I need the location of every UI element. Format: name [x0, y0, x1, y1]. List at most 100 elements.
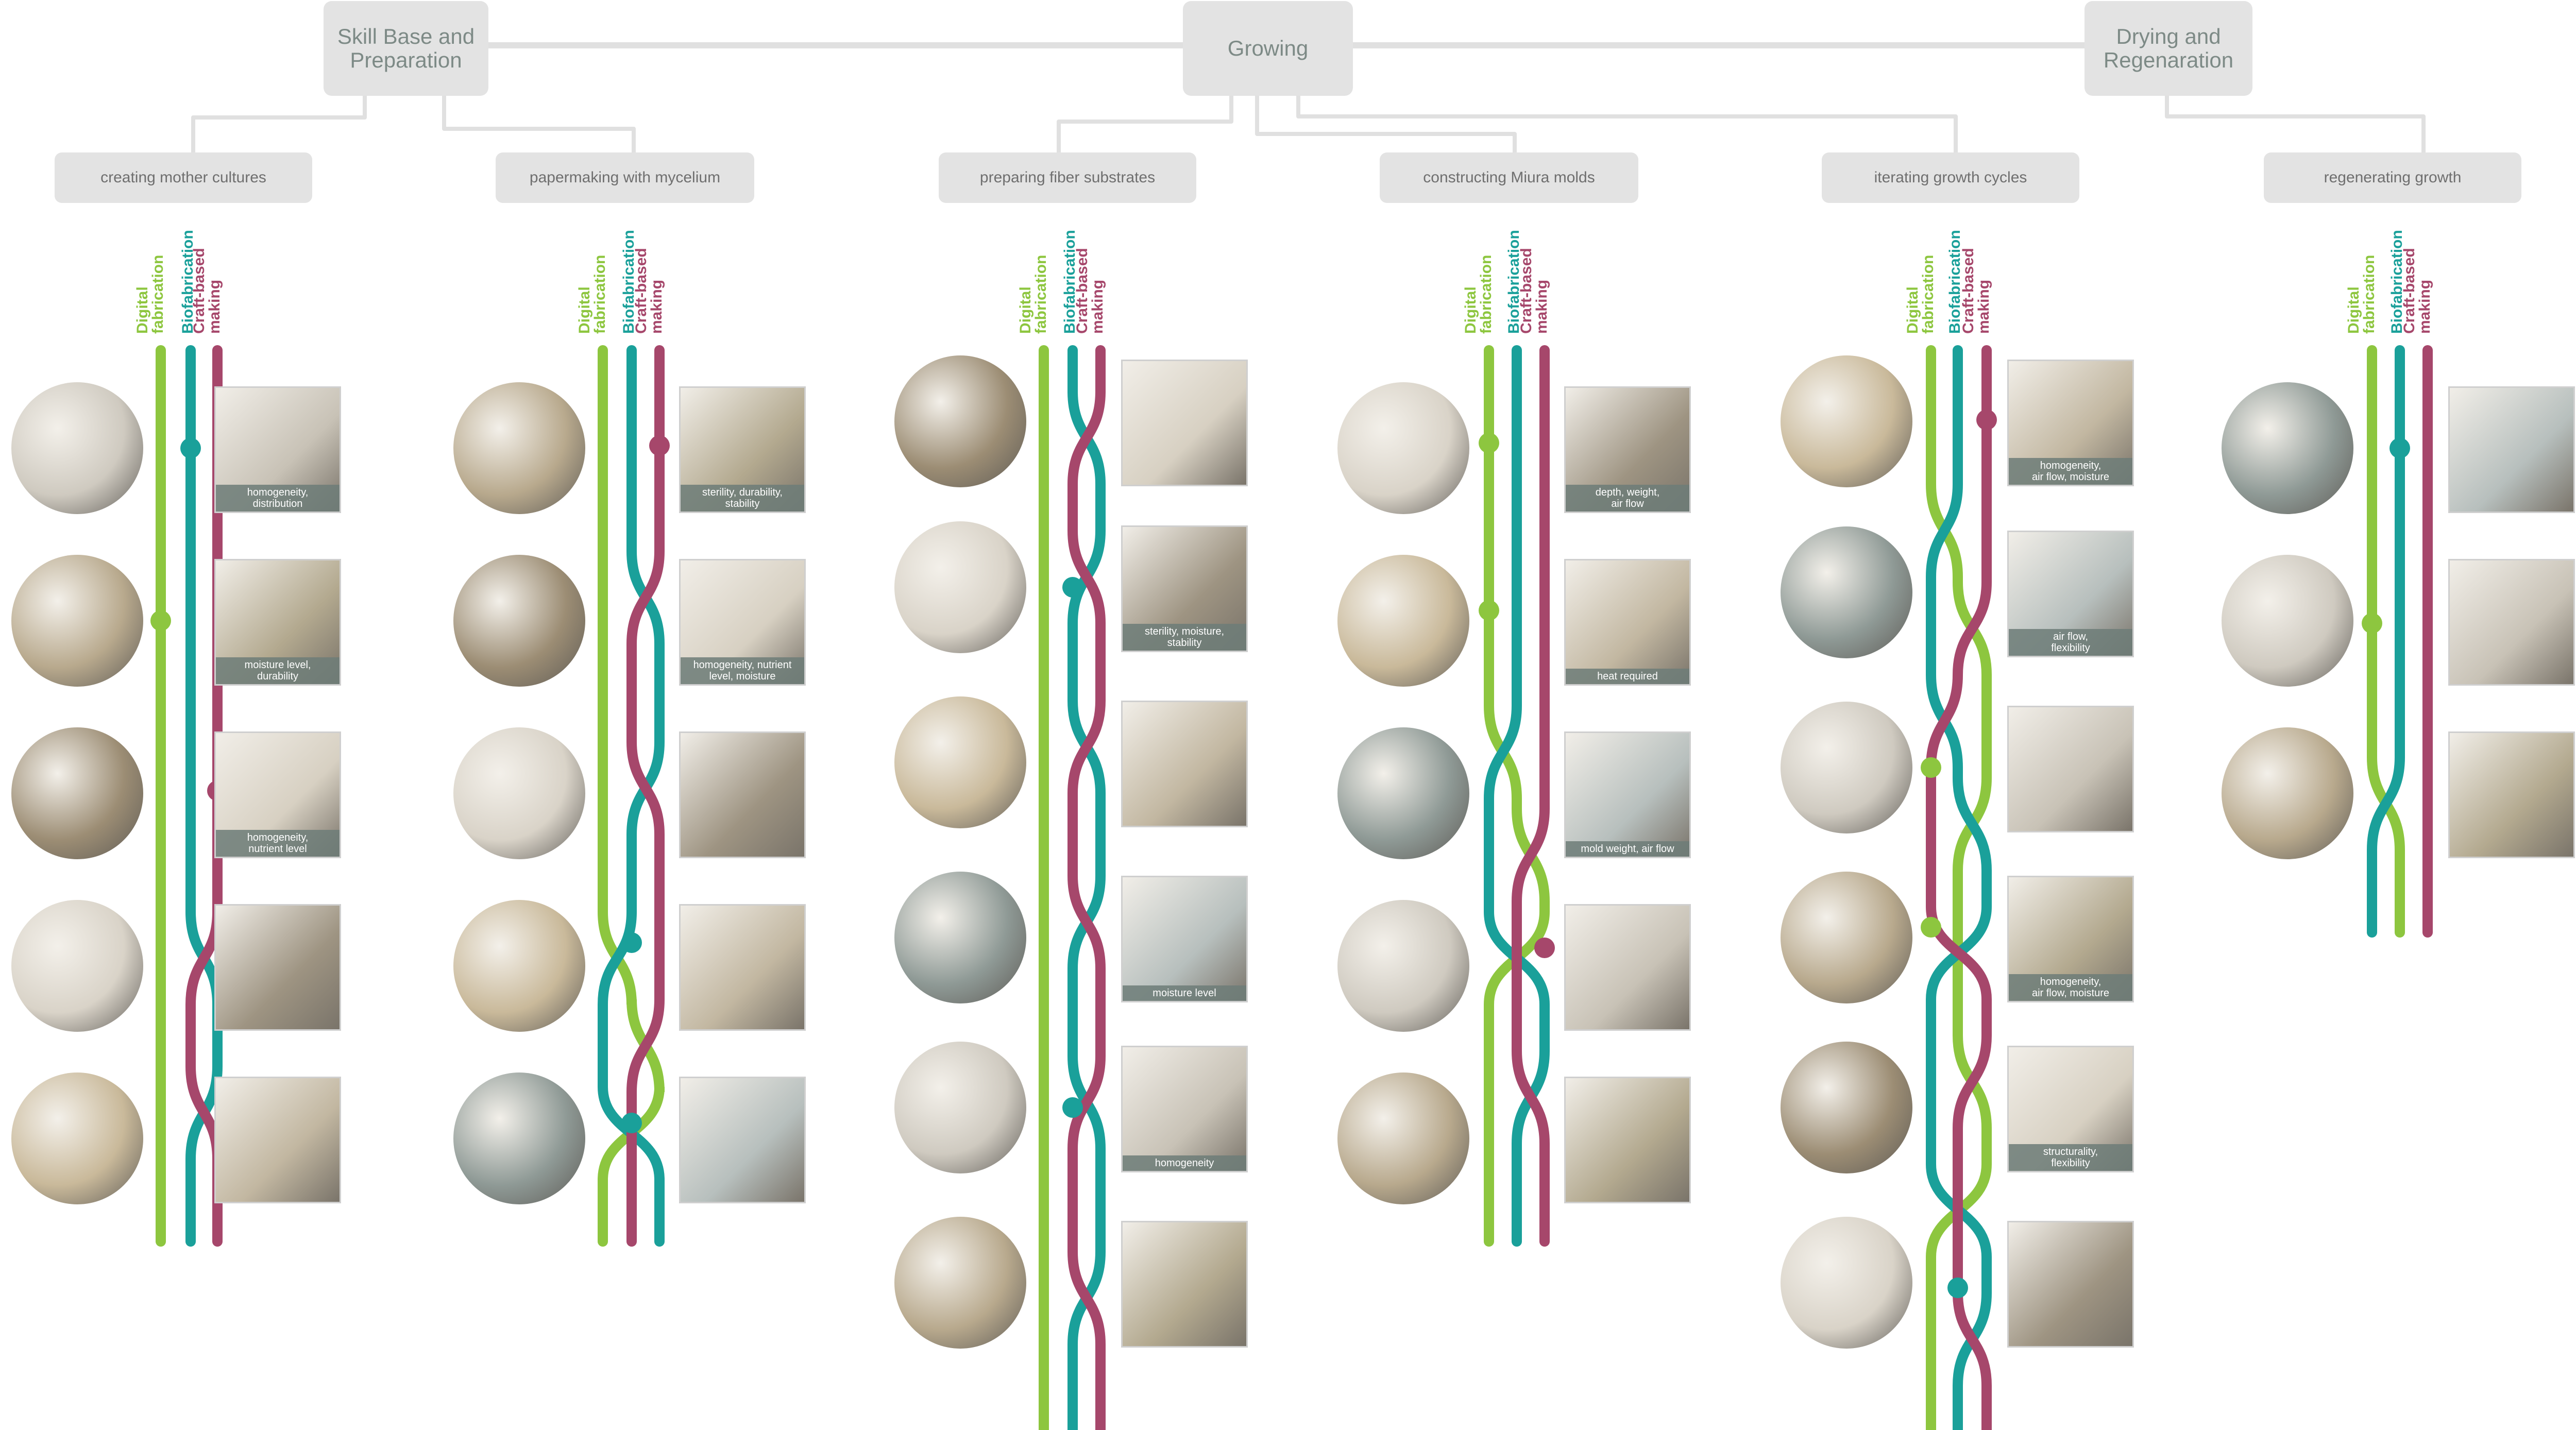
track-label-digital: Digital fabrication: [1017, 254, 1049, 334]
process-photo-square: [1564, 904, 1691, 1031]
photo-caption: depth, weight, air flow: [1566, 485, 1689, 512]
process-photo-square: air flow, flexibility: [2007, 531, 2134, 657]
photo-caption: moisture level, durability: [216, 657, 340, 684]
process-photo-circle: [894, 521, 1026, 653]
step-regenerating: regenerating growth: [2264, 152, 2521, 203]
photo-caption: homogeneity, distribution: [216, 485, 340, 512]
photo-caption: homogeneity, nutrient level, moisture: [681, 657, 804, 684]
photo-caption: homogeneity, air flow, moisture: [2009, 458, 2132, 485]
connector-growing-iterating: [1296, 96, 1958, 152]
track-node: [1479, 600, 1499, 621]
track-label-craft: Craft-based making: [1074, 248, 1106, 334]
step-miura-molds: constructing Miura molds: [1380, 152, 1638, 203]
track-bio-step-6: [2367, 345, 2405, 938]
process-photo-square: homogeneity, air flow, moisture: [2007, 876, 2134, 1002]
step-fiber-substrates: preparing fiber substrates: [939, 152, 1196, 203]
track-node: [1976, 410, 1997, 430]
connector-skill-mothercultures: [191, 96, 367, 152]
process-photo-circle: [1337, 727, 1469, 859]
track-node: [1479, 433, 1499, 453]
process-photo-square: depth, weight, air flow: [1564, 386, 1691, 513]
step-papermaking: papermaking with mycelium: [496, 152, 754, 203]
process-photo-circle: [1781, 355, 1912, 487]
process-photo-square: mold weight, air flow: [1564, 731, 1691, 858]
process-photo-circle: [1781, 872, 1912, 1003]
track-label-digital: Digital fabrication: [1904, 254, 1937, 334]
process-photo-square: [2007, 706, 2134, 832]
phase-drying-regeneration: Drying and Regenaration: [2084, 1, 2252, 96]
track-node: [1062, 577, 1083, 598]
photo-caption: air flow, flexibility: [2009, 629, 2132, 656]
process-photo-circle: [1781, 526, 1912, 658]
track-label-digital: Digital fabrication: [2345, 254, 2378, 334]
process-photo-circle: [1337, 1072, 1469, 1204]
process-photo-square: [1121, 701, 1248, 827]
photo-caption: sterility, moisture, stability: [1123, 624, 1246, 651]
track-label-digital: Digital fabrication: [576, 254, 608, 334]
process-photo-square: homogeneity: [1121, 1046, 1248, 1172]
track-craft-step-1: [185, 345, 223, 1247]
process-photo-circle: [11, 382, 143, 514]
process-photo-circle: [1781, 702, 1912, 833]
track-node: [1947, 1278, 1968, 1298]
connector-growing-miura: [1255, 96, 1517, 152]
process-photo-circle: [11, 1072, 143, 1204]
process-photo-square: [679, 1077, 806, 1203]
connector-drying-regenerating: [2165, 96, 2426, 152]
track-node: [150, 610, 171, 631]
process-photo-circle: [1781, 1042, 1912, 1173]
process-photo-circle: [453, 727, 585, 859]
track-bio-step-1: [185, 345, 223, 1247]
process-photo-square: sterility, moisture, stability: [1121, 525, 1248, 652]
process-photo-square: homogeneity, distribution: [214, 386, 341, 513]
process-photo-square: [679, 731, 806, 858]
process-photo-square: [214, 904, 341, 1031]
process-photo-circle: [1337, 555, 1469, 687]
track-craft-step-3: [1067, 345, 1106, 1430]
track-craft-step-5: [1926, 345, 1992, 1430]
process-photo-circle: [894, 696, 1026, 828]
phase-skill-base: Skill Base and Preparation: [324, 1, 488, 96]
process-photo-square: [1121, 360, 1248, 486]
track-bio-step-3: [1067, 345, 1106, 1430]
track-node: [2362, 613, 2382, 634]
track-label-digital: Digital fabrication: [1462, 254, 1495, 334]
process-photo-square: [679, 904, 806, 1031]
track-bio-step-2: [598, 345, 665, 1247]
track-label-craft: Craft-based making: [1518, 248, 1550, 334]
photo-caption: heat required: [1566, 669, 1689, 684]
track-label-craft: Craft-based making: [1960, 248, 1992, 334]
photo-caption: moisture level: [1123, 985, 1246, 1001]
process-photo-square: [2448, 386, 2575, 513]
photo-caption: sterility, durability, stability: [681, 485, 804, 512]
process-photo-square: [1564, 1077, 1691, 1203]
track-bio-step-5: [1926, 345, 1992, 1430]
process-photo-circle: [453, 900, 585, 1032]
photo-caption: homogeneity, air flow, moisture: [2009, 974, 2132, 1001]
step-mother-cultures: creating mother cultures: [55, 152, 312, 203]
process-photo-square: moisture level: [1121, 876, 1248, 1002]
photo-caption: mold weight, air flow: [1566, 841, 1689, 857]
process-photo-circle: [2222, 555, 2353, 687]
track-craft-step-4: [1512, 345, 1550, 1247]
process-photo-circle: [1337, 900, 1469, 1032]
step-growth-cycles: iterating growth cycles: [1822, 152, 2079, 203]
photo-caption: structurality, flexibility: [2009, 1144, 2132, 1171]
process-photo-circle: [11, 727, 143, 859]
process-photo-circle: [894, 872, 1026, 1003]
process-photo-square: moisture level, durability: [214, 559, 341, 686]
process-photo-circle: [894, 1217, 1026, 1349]
process-photo-circle: [453, 555, 585, 687]
process-photo-circle: [2222, 382, 2353, 514]
process-photo-circle: [894, 355, 1026, 487]
track-node: [621, 932, 642, 953]
process-photo-circle: [894, 1042, 1026, 1173]
track-node: [1921, 757, 1941, 778]
track-node: [2389, 438, 2410, 458]
track-label-craft: Craft-based making: [191, 248, 223, 334]
photo-caption: homogeneity, nutrient level: [216, 830, 340, 857]
track-label-digital: Digital fabrication: [134, 254, 166, 334]
phase-growing: Growing: [1183, 1, 1353, 96]
track-node: [1534, 938, 1555, 958]
